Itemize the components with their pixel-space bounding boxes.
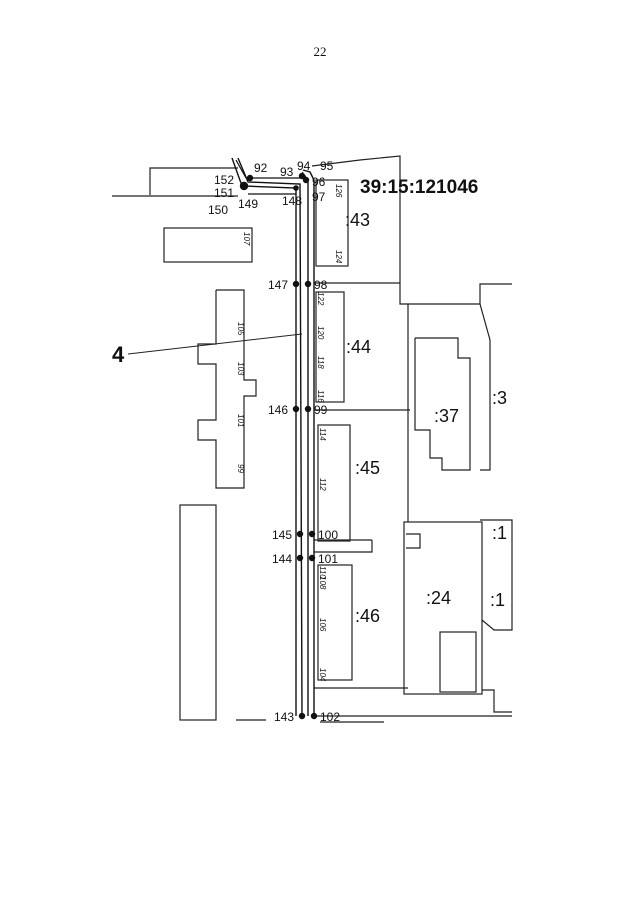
point-label: 149 <box>238 197 258 211</box>
house-number: 112 <box>318 478 327 491</box>
house-number: 99 <box>236 464 245 473</box>
house-number: 108 <box>318 576 327 590</box>
house-number: 106 <box>318 618 327 632</box>
building-outline <box>317 424 351 542</box>
point-label: 152 <box>214 173 234 187</box>
parcel-boundary <box>403 521 483 695</box>
point-label: 98 <box>314 278 328 292</box>
parcel-label: :43 <box>345 210 370 230</box>
house-number: 122 <box>316 292 325 306</box>
point-label: 148 <box>282 194 302 208</box>
building-outline <box>406 533 421 549</box>
point-label: 102 <box>320 710 340 724</box>
parcel-label: :46 <box>355 606 380 626</box>
callout-number: 4 <box>112 342 125 367</box>
house-number: 101 <box>236 414 245 427</box>
point-label: 151 <box>214 186 234 200</box>
callout-leader <box>127 333 303 355</box>
parcel-label: :37 <box>434 406 459 426</box>
parcel-boundary <box>482 689 512 713</box>
point-label: 101 <box>318 552 338 566</box>
point-label: 144 <box>272 552 292 566</box>
building-outline <box>197 289 257 489</box>
point-label: 146 <box>268 403 288 417</box>
house-number: 114 <box>318 428 327 441</box>
house-number: 110 <box>318 566 327 579</box>
block-line <box>311 155 512 305</box>
building-outline <box>163 227 253 263</box>
boundary-point-markers <box>239 172 318 720</box>
building-outline <box>149 167 238 195</box>
parcel-boundary <box>479 303 491 471</box>
point-label: 92 <box>254 161 268 175</box>
point-label: 147 <box>268 278 288 292</box>
point-label: 93 <box>280 165 294 179</box>
point-label: 145 <box>272 528 292 542</box>
parcel-label: :3 <box>492 388 507 408</box>
page-number: 22 <box>313 44 327 59</box>
house-number: 120 <box>316 326 325 340</box>
house-number: 126 <box>334 184 343 198</box>
building-outline <box>439 631 477 693</box>
parcel-label: :24 <box>426 588 451 608</box>
house-number: 105 <box>236 322 245 336</box>
building-outline <box>315 179 349 267</box>
house-number: 103 <box>236 362 245 376</box>
parcel-label: :1 <box>492 523 507 543</box>
house-number: 124 <box>334 250 343 264</box>
point-label: 150 <box>208 203 228 217</box>
point-label: 96 <box>312 175 326 189</box>
building-outline <box>179 504 217 721</box>
building-outline <box>414 337 471 471</box>
point-label: 143 <box>274 710 294 724</box>
point-label: 99 <box>314 403 328 417</box>
house-number: 107 <box>242 232 251 246</box>
house-number: 118 <box>316 356 325 369</box>
parcel-boundary <box>314 540 373 553</box>
point-label: 97 <box>312 190 326 204</box>
block-lines <box>112 155 513 723</box>
cadastral-block-number: 39:15:121046 <box>360 177 478 198</box>
building-outline <box>317 564 353 681</box>
house-number: 116 <box>316 390 325 403</box>
parcel-boundary <box>480 519 513 631</box>
parcel-label: :1 <box>490 590 505 610</box>
point-label: 100 <box>318 528 338 542</box>
parcel-label: :44 <box>346 337 371 357</box>
house-number: 104 <box>318 668 327 682</box>
point-label: 94 <box>297 159 311 173</box>
building-outline <box>315 291 345 403</box>
parcel-label: :45 <box>355 458 380 478</box>
point-label: 95 <box>320 159 334 173</box>
